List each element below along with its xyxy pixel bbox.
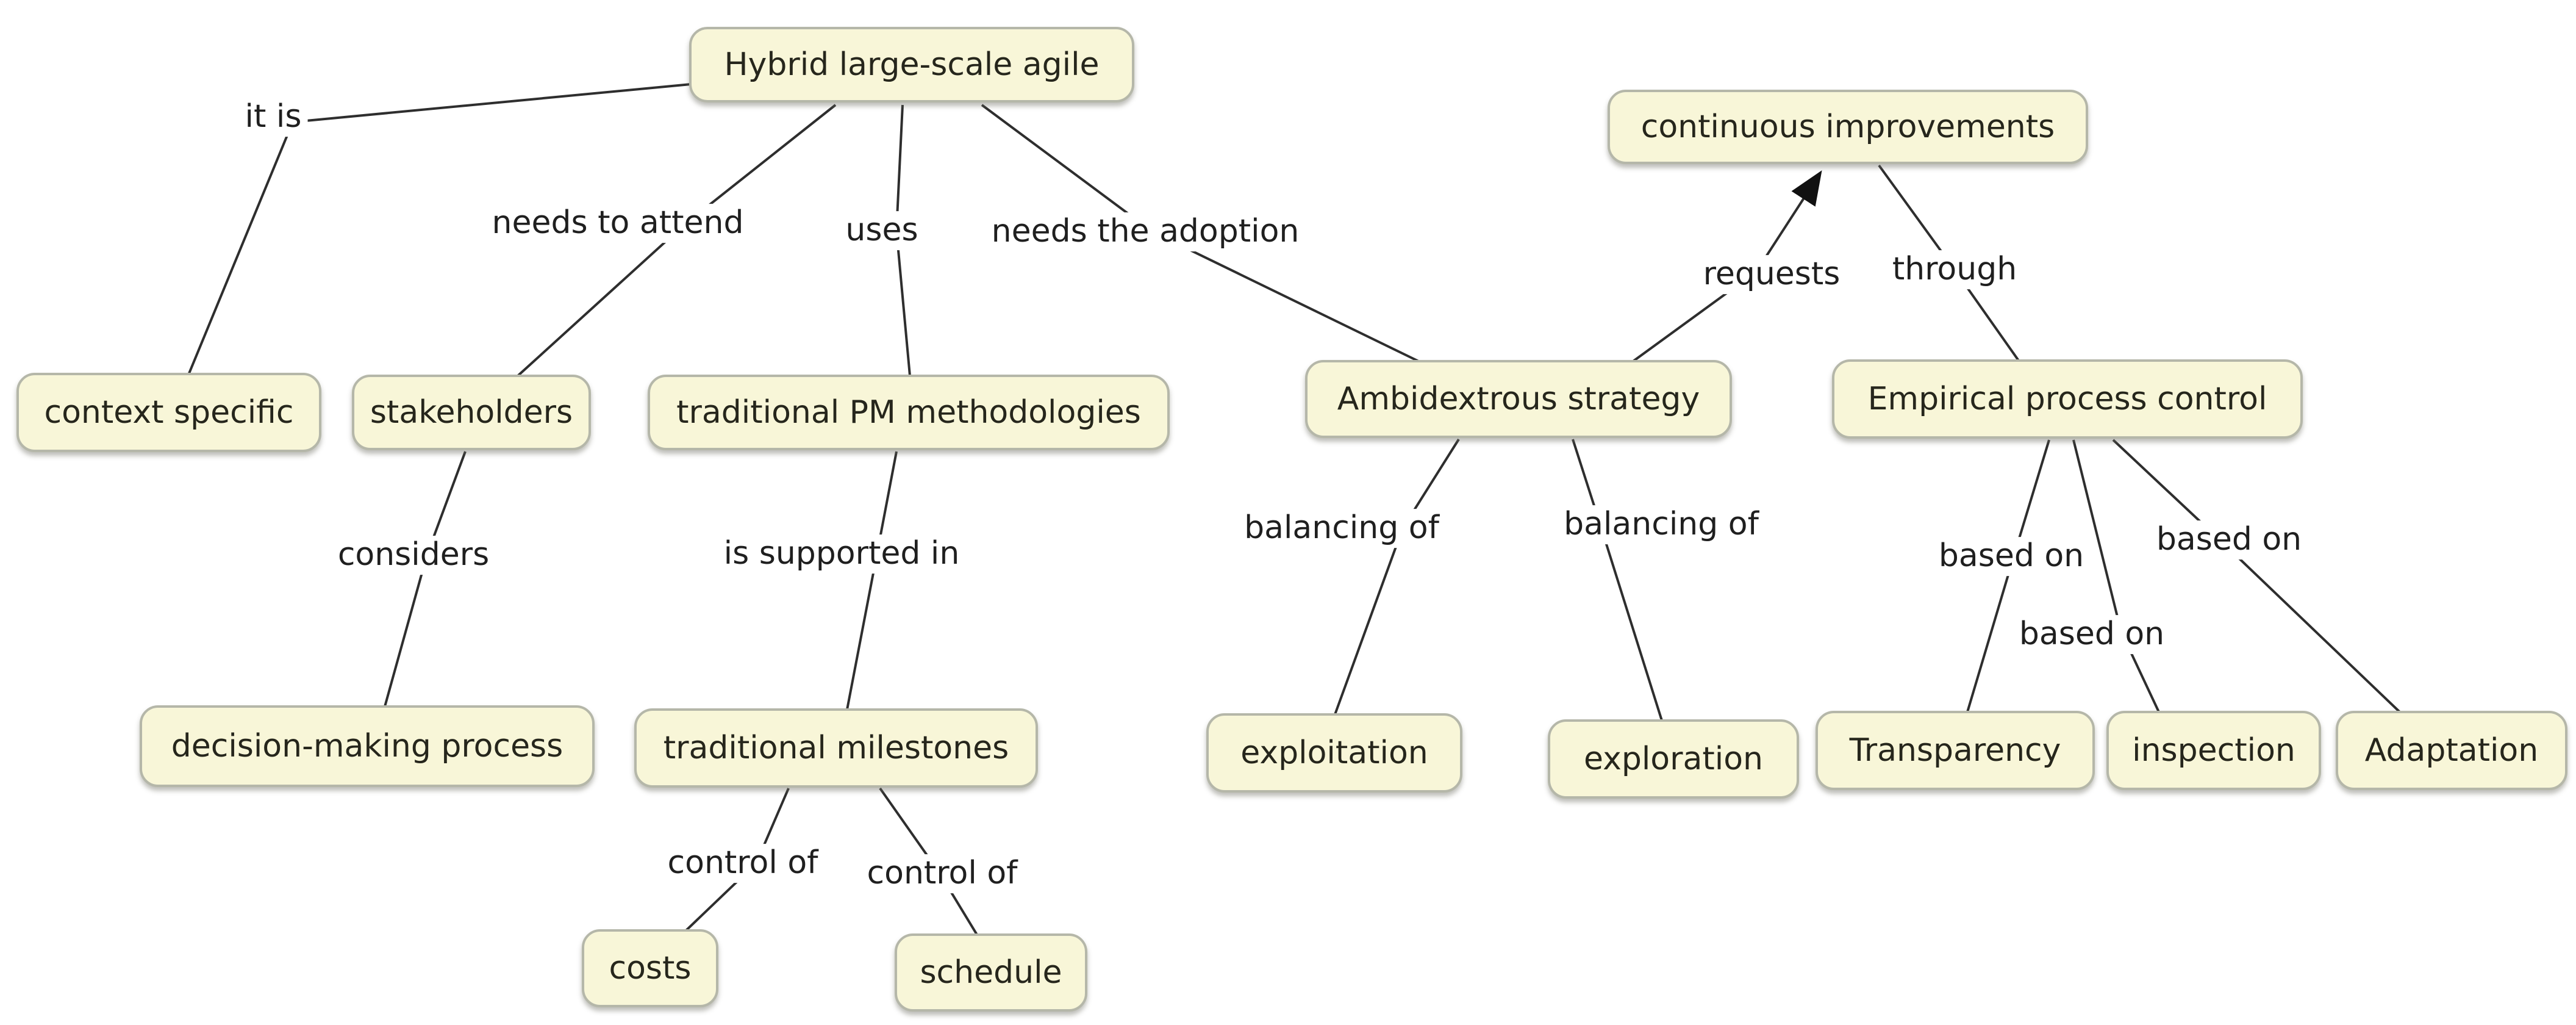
concept-node-exploration[interactable]: exploration [1548, 719, 1799, 799]
concept-node-schedule[interactable]: schedule [895, 933, 1087, 1012]
edge-label-based-on-transparency[interactable]: based on [1932, 537, 2091, 576]
concept-node-adaptation[interactable]: Adaptation [2336, 711, 2567, 790]
edge-line-is-supported-in [846, 451, 898, 710]
edge-label-balancing-of-exploration[interactable]: balancing of [1558, 505, 1765, 544]
edge-label-control-of-schedule[interactable]: control of [860, 854, 1024, 893]
concept-node-exploitation[interactable]: exploitation [1206, 713, 1462, 793]
concept-node-continuous-improvements[interactable]: continuous improvements [1608, 90, 2088, 164]
concept-node-transparency[interactable]: Transparency [1816, 711, 2095, 790]
edge-line-based-on-inspection [2072, 439, 2160, 713]
edge-label-it-is[interactable]: it is [238, 98, 308, 137]
concept-node-context-specific[interactable]: context specific [16, 373, 321, 452]
edge-line-based-on-adaptation [2112, 439, 2401, 713]
concept-node-traditional-milestones[interactable]: traditional milestones [634, 708, 1038, 788]
edge-label-considers[interactable]: considers [331, 536, 496, 575]
edge-line-based-on-transparency [1966, 439, 2050, 713]
edge-label-is-supported-in[interactable]: is supported in [717, 534, 966, 574]
concept-node-ambidextrous-strategy[interactable]: Ambidextrous strategy [1305, 360, 1732, 438]
edge-label-balancing-of-exploitation[interactable]: balancing of [1238, 509, 1445, 548]
concept-node-traditional-pm-methodologies[interactable]: traditional PM methodologies [648, 375, 1170, 450]
edge-label-uses[interactable]: uses [839, 211, 925, 250]
edge-line-balancing-of-exploitation [1334, 438, 1460, 715]
concept-node-hybrid-large-scale-agile[interactable]: Hybrid large-scale agile [689, 27, 1134, 103]
concept-node-costs[interactable]: costs [582, 929, 718, 1007]
edge-label-requests[interactable]: requests [1697, 255, 1847, 294]
edge-label-through[interactable]: through [1886, 250, 2023, 289]
concept-node-decision-making-process[interactable]: decision-making process [140, 705, 595, 787]
concept-node-inspection[interactable]: inspection [2106, 711, 2321, 790]
edge-label-based-on-inspection[interactable]: based on [2012, 615, 2171, 654]
edge-line-balancing-of-exploration [1572, 439, 1663, 721]
edge-line-considers [384, 451, 467, 707]
edge-label-needs-to-attend[interactable]: needs to attend [485, 204, 750, 243]
edge-label-needs-the-adoption[interactable]: needs the adoption [985, 212, 1306, 251]
edge-label-control-of-costs[interactable]: control of [661, 844, 825, 883]
edge-label-based-on-adaptation[interactable]: based on [2150, 520, 2308, 559]
concept-node-empirical-process-control[interactable]: Empirical process control [1832, 359, 2303, 439]
concept-node-stakeholders[interactable]: stakeholders [352, 375, 591, 450]
